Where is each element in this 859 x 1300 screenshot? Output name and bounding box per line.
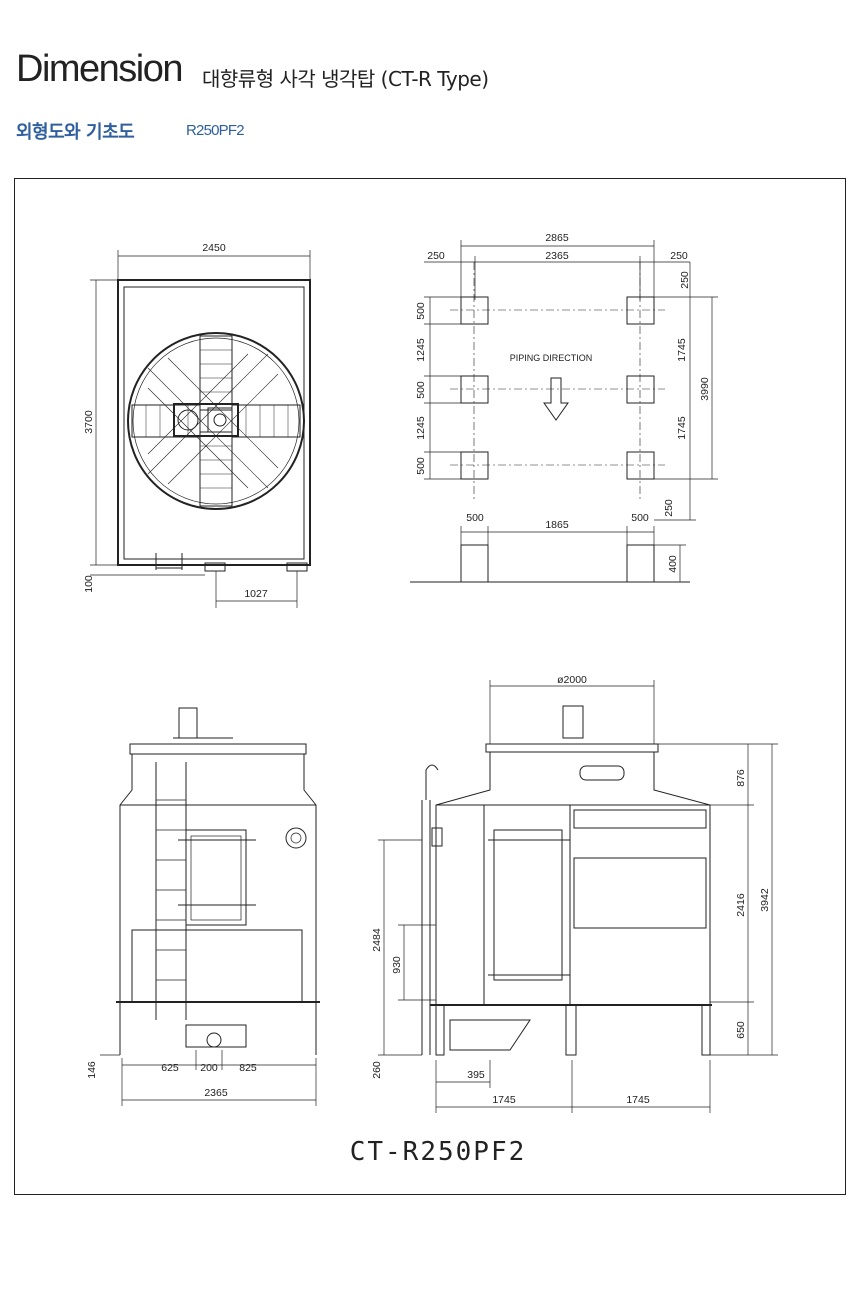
dim-front-625: 625 <box>161 1062 179 1074</box>
front-view <box>100 707 320 1106</box>
dim-side-260: 260 <box>371 1061 383 1079</box>
dim-top-offset: 1027 <box>244 588 268 600</box>
dim-side-876: 876 <box>735 769 747 787</box>
side-view <box>378 680 778 1113</box>
dim-side-1745a: 1745 <box>492 1094 516 1106</box>
dim-front-200: 200 <box>200 1062 218 1074</box>
dim-front-2365: 2365 <box>204 1087 228 1099</box>
dim-found-gap1: 1245 <box>415 338 427 362</box>
dim-side-650: 650 <box>735 1021 747 1039</box>
dim-side-diameter: ø2000 <box>557 674 587 686</box>
dim-found-top-margin: 250 <box>679 271 691 289</box>
dim-found-bottom-margin: 250 <box>663 499 675 517</box>
dim-found-pad1: 500 <box>415 302 427 320</box>
dim-found-overall: 2865 <box>545 232 569 244</box>
dim-pad-w2: 500 <box>631 512 649 524</box>
dim-side-395: 395 <box>467 1069 485 1081</box>
dim-pad-gap: 1865 <box>545 519 569 531</box>
dim-side-930: 930 <box>391 956 403 974</box>
dim-pad-h: 400 <box>667 555 679 573</box>
top-view <box>90 250 311 608</box>
model-label: CT-R250PF2 <box>350 1137 527 1167</box>
dim-side-2484: 2484 <box>371 928 383 952</box>
drawing-frame <box>14 178 846 1195</box>
dim-found-total-depth: 3990 <box>699 377 711 401</box>
dim-top-width: 2450 <box>202 242 226 254</box>
dim-pad-w1: 500 <box>466 512 484 524</box>
dim-side-1745b: 1745 <box>626 1094 650 1106</box>
page-title: Dimension <box>16 48 184 90</box>
section-model: R250PF2 <box>186 122 245 139</box>
dim-top-height: 3700 <box>83 410 95 434</box>
dim-side-2416: 2416 <box>735 893 747 917</box>
dim-front-825: 825 <box>239 1062 257 1074</box>
piping-direction-label: PIPING DIRECTION <box>510 353 593 363</box>
dim-front-146: 146 <box>86 1061 98 1079</box>
dim-top-base: 100 <box>83 575 95 593</box>
page-subtitle: 대향류형 사각 냉각탑 (CT-R Type) <box>202 67 489 91</box>
dim-found-right-gap1: 1745 <box>676 338 688 362</box>
dim-found-gap2: 1245 <box>415 416 427 440</box>
dim-found-right-gap2: 1745 <box>676 416 688 440</box>
dim-found-right-margin: 250 <box>670 250 688 262</box>
dim-found-pad2: 500 <box>415 381 427 399</box>
dim-found-left-margin: 250 <box>427 250 445 262</box>
dim-side-3942: 3942 <box>759 888 771 912</box>
dim-found-span: 2365 <box>545 250 569 262</box>
section-title: 외형도와 기초도 <box>16 122 135 143</box>
foundation-plan <box>410 240 718 583</box>
dim-found-pad3: 500 <box>415 457 427 475</box>
